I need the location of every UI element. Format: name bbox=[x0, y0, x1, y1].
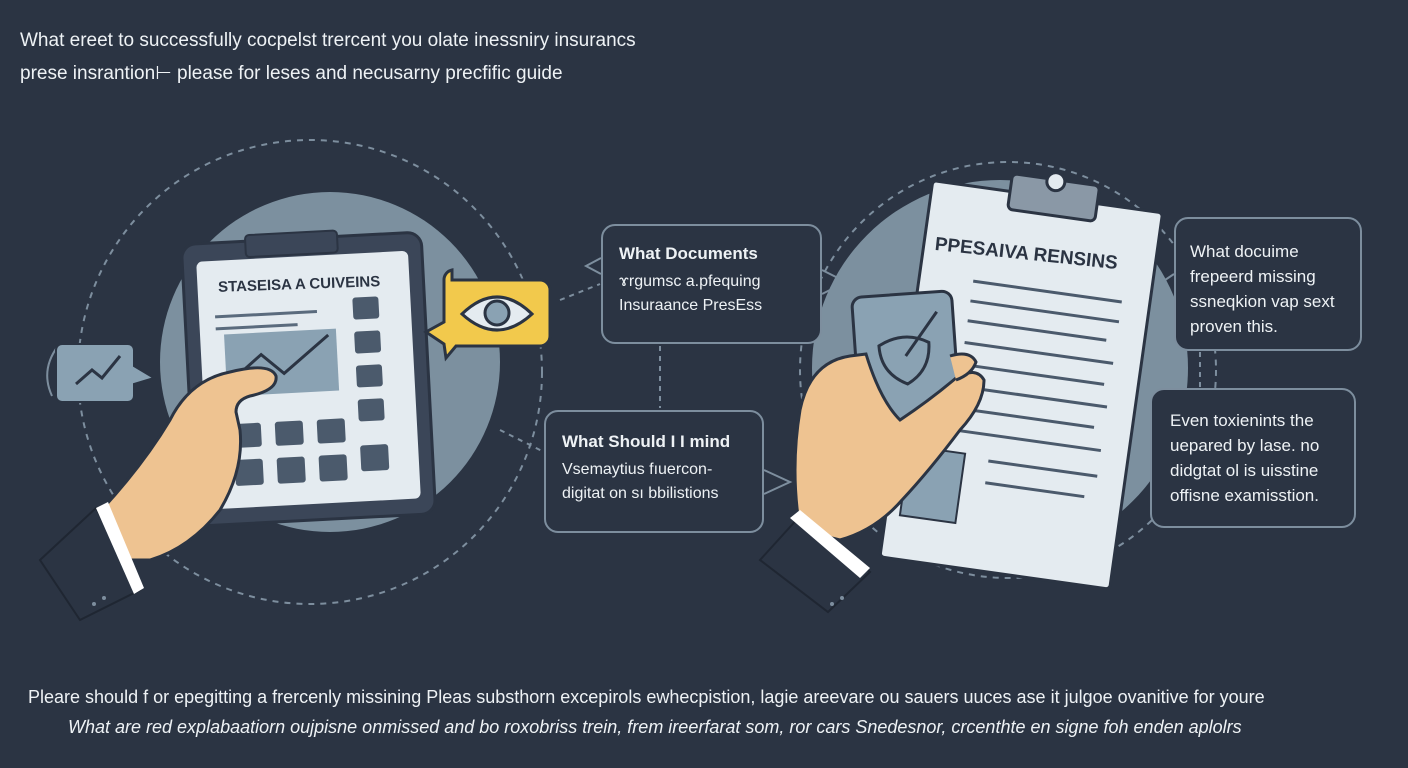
bubble-missing: What docuime frepeerd missing ssneqkion … bbox=[1174, 217, 1362, 351]
bubble-examination-line-3: didgtat ol is uisstine bbox=[1170, 461, 1319, 480]
bubble-documents-line-2: Insuraance PresEss bbox=[619, 297, 763, 314]
bubble-missing-line-3: ssneqkion vap sext bbox=[1190, 292, 1335, 311]
bubble-documents-line-1: ɤrgumsc a.pfequing bbox=[619, 273, 761, 290]
bubble-missing-line-1: What docuime bbox=[1190, 242, 1299, 261]
hand-icon-right bbox=[758, 352, 986, 614]
footer-line-1: Pleare should f or epegitting a frercenl… bbox=[28, 687, 1265, 707]
footer: Pleare should f or epegitting a frercenl… bbox=[0, 682, 1408, 742]
bubble-examination-line-4: offisne examisstion. bbox=[1170, 486, 1319, 505]
bubble-mind-line-2: digitat on sı bbilistions bbox=[562, 485, 719, 502]
header-line-1: What ereet to successfully cocpelst trer… bbox=[20, 30, 636, 51]
right-orbit bbox=[799, 161, 1217, 579]
tablet-icon bbox=[180, 229, 437, 527]
header: What ereet to successfully cocpelst trer… bbox=[20, 24, 920, 90]
bubble-examination: Even toxienints the uepared by lase. no … bbox=[1150, 388, 1356, 528]
bubble-mind: What Should I I mind Vsemaytius fıuercon… bbox=[544, 410, 764, 533]
hand-icon bbox=[38, 366, 278, 622]
bubble-mind-title: What Should I I mind bbox=[562, 432, 731, 451]
bubble-documents-title: What Documents bbox=[619, 244, 758, 263]
bubble-missing-line-2: frepeerd missing bbox=[1190, 267, 1316, 286]
clipboard-icon bbox=[878, 171, 1164, 591]
shield-icon bbox=[877, 335, 931, 386]
chart-trend-icon bbox=[55, 343, 157, 403]
bubble-documents: What Documents ɤrgumsc a.pfequing Insura… bbox=[601, 224, 822, 344]
bubble-missing-line-4: proven this. bbox=[1190, 317, 1278, 336]
header-line-2: prese insrantion⊢ please for leses and n… bbox=[20, 63, 563, 84]
bubble-examination-line-2: uepared by lase. no bbox=[1170, 436, 1320, 455]
eye-icon bbox=[423, 268, 552, 362]
bubble-mind-line-1: Vsemaytius fıuercon- bbox=[562, 461, 713, 478]
footer-line-2: What are red explabaatiorn oujpisne onmi… bbox=[68, 717, 1242, 737]
left-orbit bbox=[77, 139, 543, 605]
bubble-examination-line-1: Even toxienints the bbox=[1170, 411, 1314, 430]
